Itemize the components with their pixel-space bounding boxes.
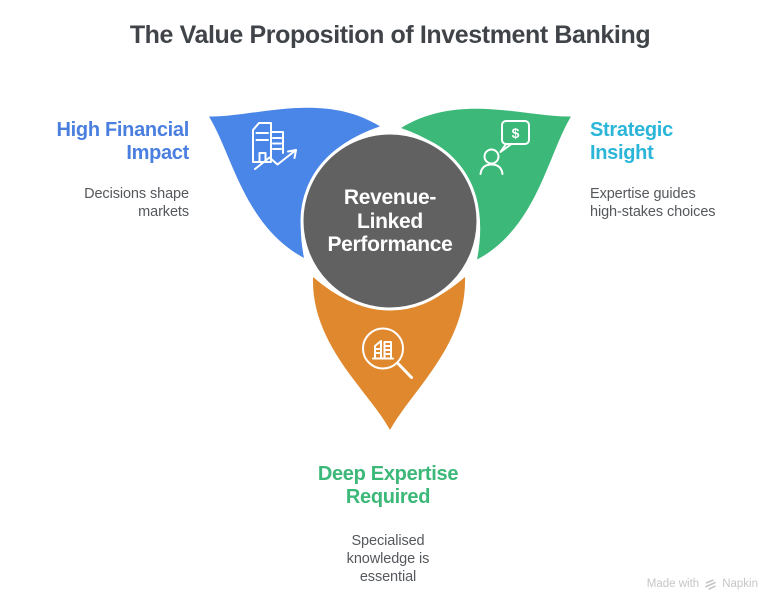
- building-outline: [252, 122, 272, 163]
- heading-line: Insight: [590, 141, 654, 164]
- heading-line: Impact: [126, 141, 189, 164]
- annex-building: [270, 131, 284, 154]
- buildings-growth-arrow-icon: [252, 122, 297, 170]
- body-line: essential: [359, 569, 417, 585]
- mini-building-right: [383, 341, 392, 360]
- trend-line: [254, 149, 297, 170]
- body-strategic-insight: Expertise guides high-stakes choices: [590, 185, 780, 221]
- napkin-credit: Made with Napkin: [647, 576, 758, 592]
- mini-building-left: [374, 340, 382, 360]
- label-strategic-insight: Strategic Insight Expertise guides high-…: [590, 119, 780, 221]
- center-line: Performance: [327, 233, 453, 256]
- building-door: [258, 152, 267, 163]
- credit-brand: Napkin: [722, 578, 758, 590]
- magnifier-building-icon: [362, 327, 413, 379]
- magnifier-handle: [397, 362, 413, 379]
- body-line: knowledge is: [346, 551, 430, 567]
- body-line: Specialised: [351, 533, 425, 549]
- center-line: Revenue-: [343, 186, 437, 209]
- person-shoulders: [479, 163, 504, 175]
- center-circle-label: Revenue- Linked Performance: [303, 186, 477, 257]
- dollar-sign: $: [512, 125, 520, 141]
- mini-building-windows: [375, 345, 391, 355]
- heading-high-financial-impact: High Financial Impact: [0, 119, 190, 164]
- body-deep-expertise-required: Specialised knowledge is essential: [278, 532, 498, 586]
- label-deep-expertise-required: Deep Expertise Required Specialised know…: [278, 463, 498, 586]
- napkin-logo-icon: [705, 578, 716, 590]
- arrowhead: [287, 149, 297, 159]
- heading-line: Strategic: [590, 119, 673, 141]
- building-windows: [255, 132, 269, 141]
- heading-deep-expertise-required: Deep Expertise Required: [278, 463, 498, 508]
- credit-text: Made with: [646, 578, 700, 590]
- heading-strategic-insight: Strategic Insight: [590, 119, 780, 164]
- heading-line: Required: [345, 485, 431, 508]
- body-line: Decisions shape: [84, 186, 189, 202]
- chat-bubble: [501, 120, 530, 145]
- body-line: Expertise guides: [590, 186, 696, 202]
- magnifier-lens: [362, 327, 404, 370]
- center-line: Linked: [357, 209, 423, 233]
- page-title: The Value Proposition of Investment Bank…: [129, 21, 651, 49]
- body-high-financial-impact: Decisions shape markets: [0, 185, 189, 221]
- body-line: markets: [138, 204, 189, 220]
- heading-line: Deep Expertise: [317, 463, 459, 485]
- heading-line: High Financial: [56, 119, 190, 141]
- body-line: high-stakes choices: [590, 204, 716, 220]
- label-high-financial-impact: High Financial Impact Decisions shape ma…: [0, 119, 190, 221]
- advisor-dollar-chat-icon: $: [479, 120, 530, 175]
- center-circle: [300, 131, 480, 311]
- chat-bubble-tail: [499, 143, 513, 153]
